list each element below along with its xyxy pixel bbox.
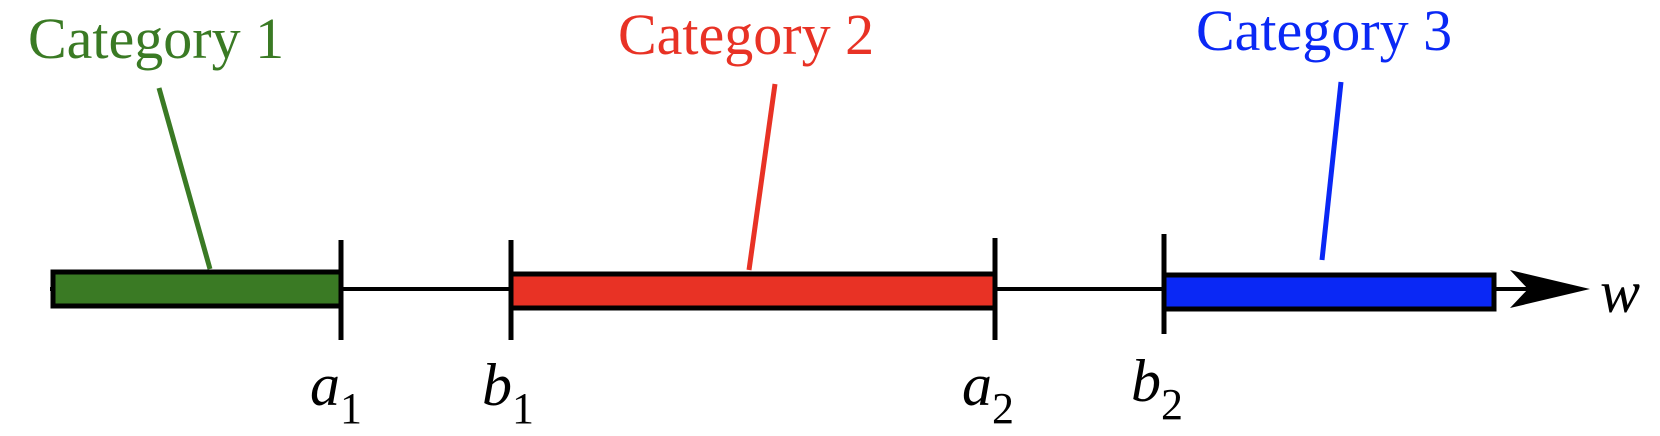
tick-a1-var: a bbox=[310, 352, 340, 418]
tick-a2-label: a2 bbox=[962, 352, 1014, 433]
category-3-leader-line bbox=[1319, 81, 1344, 261]
tick-b2-var: b bbox=[1131, 348, 1161, 414]
tick-b2-sub: 2 bbox=[1161, 380, 1183, 429]
category-1-label: Category 1 bbox=[28, 6, 284, 71]
category-1-leader-line bbox=[156, 87, 213, 270]
axis-label: w bbox=[1600, 259, 1640, 325]
category-2-label: Category 2 bbox=[618, 2, 874, 67]
category-3-label: Category 3 bbox=[1196, 0, 1452, 63]
category-1-bar bbox=[50, 269, 344, 309]
tick-b1-label: b1 bbox=[482, 352, 534, 433]
tick-a1-label: a1 bbox=[310, 352, 362, 433]
tick-b2-label: b2 bbox=[1131, 348, 1183, 429]
tick-a2-sub: 2 bbox=[992, 384, 1014, 433]
tick-a1-sub: 1 bbox=[340, 384, 362, 433]
category-3-bar bbox=[1161, 272, 1497, 312]
tick-b1-sub: 1 bbox=[512, 384, 534, 433]
tick-b1-var: b bbox=[482, 352, 512, 418]
category-2-bar bbox=[508, 271, 998, 311]
category-2-leader-line bbox=[746, 83, 778, 271]
tick-a2-var: a bbox=[962, 352, 992, 418]
axis-arrowhead bbox=[1510, 270, 1590, 308]
